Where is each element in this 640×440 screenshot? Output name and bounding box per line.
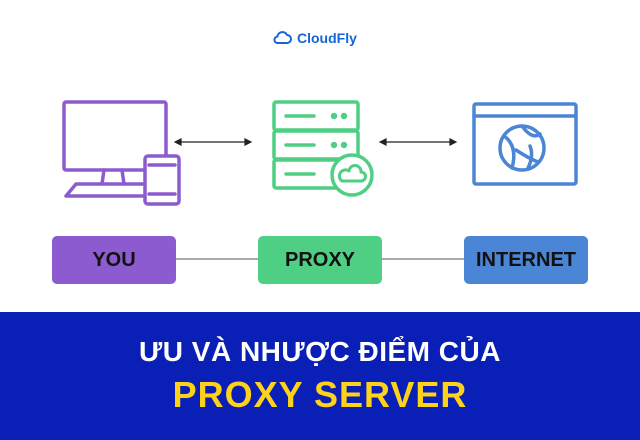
- banner-subtitle: ƯU VÀ NHƯỢC ĐIỂM CỦA: [139, 335, 501, 367]
- internet-label: INTERNET: [464, 236, 588, 284]
- proxy-label: PROXY: [258, 236, 382, 284]
- banner-title: PROXY SERVER: [172, 374, 468, 416]
- brand-logo: CloudFly: [272, 30, 357, 46]
- proxy-diagram: [62, 100, 578, 260]
- browser-globe-icon: [472, 102, 578, 186]
- bidirectional-arrow: [173, 138, 253, 146]
- brand-name: CloudFly: [297, 30, 357, 46]
- cloud-icon: [273, 31, 292, 44]
- title-banner: ƯU VÀ NHƯỢC ĐIỂM CỦA PROXY SERVER: [0, 312, 640, 440]
- computer-and-phone-icon: [62, 100, 181, 206]
- you-label: YOU: [52, 236, 176, 284]
- server-cloud-icon: [272, 100, 374, 197]
- bidirectional-arrow: [378, 138, 458, 146]
